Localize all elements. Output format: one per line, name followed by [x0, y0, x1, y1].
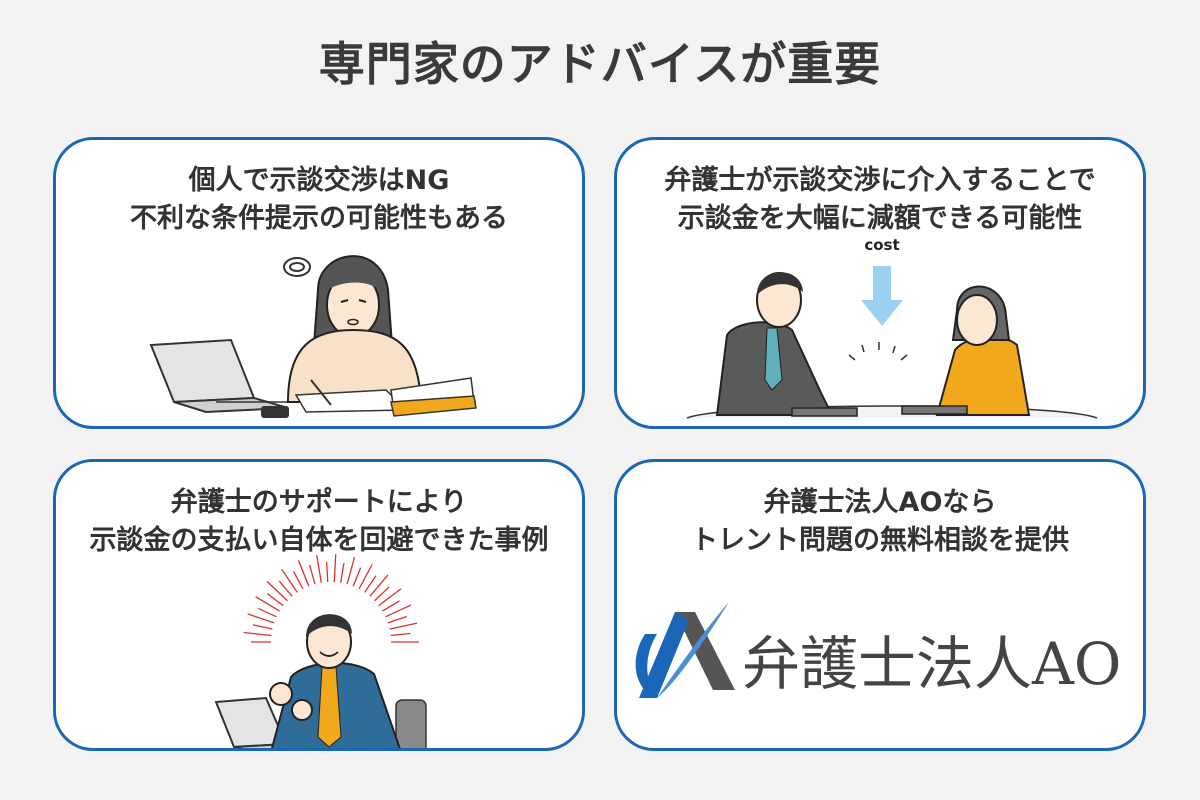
burst-ray — [292, 571, 304, 590]
card-title-line1: 個人で示談交渉はNG — [188, 165, 450, 196]
worried-woman-illustration — [149, 255, 477, 418]
burst-ray — [374, 586, 390, 602]
burst-ray — [316, 555, 322, 583]
card-title-line2: トレント問題の無料相談を提供 — [691, 525, 1069, 556]
negotiation-illustration: cost — [686, 236, 1098, 419]
burst-ray — [247, 613, 275, 624]
card-lawyer-intervention: 弁護士が示談交渉に介入することで 示談金を大幅に減額できる可能性 cost — [614, 137, 1146, 429]
burst-ray — [382, 600, 400, 612]
burst-ray — [369, 574, 389, 597]
card-title: 弁護士が示談交渉に介入することで 示談金を大幅に減額できる可能性 — [617, 162, 1143, 238]
burst-ray — [258, 607, 277, 618]
confusion-swirl-icon — [283, 257, 311, 277]
law-firm-logo: 弁護士法人AO — [635, 602, 1121, 698]
card-title: 弁護士のサポートにより 示談金の支払い自体を回避できた事例 — [56, 484, 582, 560]
burst-ray — [390, 632, 411, 637]
burst-ray — [266, 581, 288, 602]
burst-ray — [278, 580, 293, 597]
burst-ray — [255, 596, 280, 612]
burst-ray — [281, 568, 298, 593]
burst-ray — [378, 588, 402, 607]
lawyer-man — [715, 272, 858, 417]
card-title-line1: 弁護士のサポートにより — [170, 487, 468, 518]
card-title: 個人で示談交渉はNG 不利な条件提示の可能性もある — [56, 162, 582, 238]
card-negotiation-alone: 個人で示談交渉はNG 不利な条件提示の可能性もある — [53, 137, 585, 429]
burst-ray — [385, 604, 412, 618]
happy-man-illustration — [214, 554, 427, 748]
burst-ray — [387, 615, 408, 624]
burst-ray — [389, 622, 418, 630]
burst-ray — [352, 567, 362, 587]
client-woman — [901, 285, 1031, 416]
burst-ray — [326, 562, 329, 583]
ao-logo-mark-icon — [635, 602, 735, 698]
card-title-line2: 不利な条件提示の可能性もある — [130, 203, 508, 234]
card-title-line1: 弁護士法人AOなら — [763, 487, 997, 518]
burst-ray — [358, 563, 373, 590]
phone-icon — [261, 406, 289, 418]
burst-ray — [333, 554, 337, 583]
celebration-burst-icon — [243, 554, 419, 643]
card-title: 弁護士法人AOなら トレント問題の無料相談を提供 — [617, 484, 1143, 560]
burst-ray — [308, 564, 316, 585]
card-title-line2: 示談金の支払い自体を回避できた事例 — [89, 525, 549, 556]
burst-ray — [346, 557, 356, 585]
down-arrow-icon — [861, 266, 903, 326]
burst-ray — [266, 593, 284, 607]
card-title-line1: 弁護士が示談交渉に介入することで — [664, 165, 1096, 196]
sparkle-lines-icon — [848, 342, 908, 361]
cost-label: cost — [864, 236, 899, 254]
burst-ray — [297, 560, 310, 587]
logo-text: 弁護士法人AO — [742, 630, 1121, 698]
burst-ray — [340, 562, 345, 583]
card-title-line2: 示談金を大幅に減額できる可能性 — [677, 203, 1083, 234]
burst-ray — [243, 631, 272, 637]
card-avoided-payment: 弁護士のサポートにより 示談金の支払い自体を回避できた事例 — [53, 459, 585, 751]
page-title: 専門家のアドバイスが重要 — [318, 37, 882, 91]
burst-ray — [364, 575, 377, 593]
laptop-icon — [149, 338, 289, 414]
card-free-consultation: 弁護士法人AOなら トレント問題の無料相談を提供 弁護士法人AO — [614, 459, 1146, 751]
burst-ray — [252, 624, 273, 630]
